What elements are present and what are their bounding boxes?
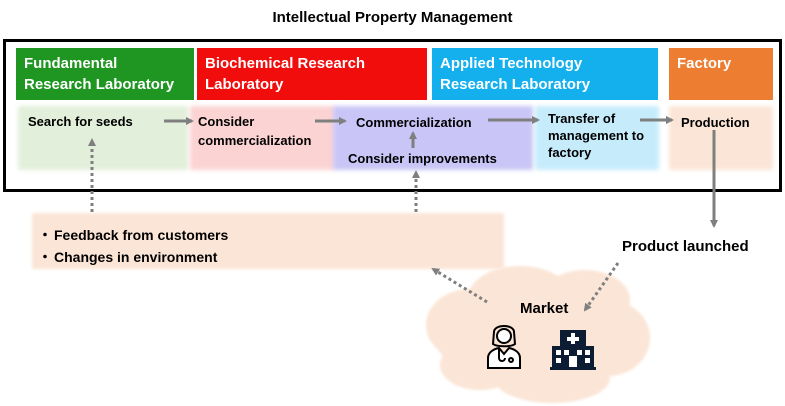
stage-production: Production [681,115,750,130]
hospital-icon [550,330,596,370]
feedback-item-environment: Changes in environment [38,246,228,268]
stage-transfer-line3: factory [548,145,592,160]
header-biochemical-line1: Biochemical Research [205,55,366,72]
header-fundamental-line2: Research Laboratory [24,76,175,93]
header-applied-line1: Applied Technology [440,55,583,72]
stage-transfer-line2: management to [548,128,645,143]
stage-bg-search [18,106,188,170]
stage-consider-line1: Consider [198,114,255,129]
ip-management-frame [3,39,782,192]
header-factory-line1: Factory [677,55,732,72]
stage-bg-production [669,106,773,170]
feedback-list: Feedback from customers Changes in envir… [38,224,228,268]
stage-transfer-line1: Transfer of [548,111,616,126]
stage-bg-consider-commercialization [190,106,335,170]
diagram-title: Intellectual Property Management [272,9,513,26]
stage-transfer-to-factory: Transfer of management to factory [548,110,644,161]
stage-consider-commercialization: Consider commercialization [198,113,311,149]
doctor-icon [487,325,521,369]
arrow-market-to-feedback [431,267,488,304]
stage-consider-line2: commercialization [198,133,312,148]
header-biochemical-lab: Biochemical Research Laboratory [197,48,427,100]
header-applied-lab: Applied Technology Research Laboratory [432,48,658,100]
feedback-item-customers: Feedback from customers [38,224,228,246]
stage-consider-improvements: Consider improvements [348,151,497,166]
product-launched-label: Product launched [622,238,749,255]
header-factory: Factory [669,48,773,100]
stage-commercialization: Commercialization [356,115,472,130]
market-label: Market [520,300,569,317]
stage-search-for-seeds: Search for seeds [28,114,133,129]
stage-bg-transfer [535,106,659,170]
header-biochemical-line2: Laboratory [205,76,284,93]
header-applied-line2: Research Laboratory [440,76,591,93]
header-fundamental-lab: Fundamental Research Laboratory [16,48,194,100]
stage-bg-commercialization [333,106,533,170]
header-fundamental-line1: Fundamental [24,55,118,72]
